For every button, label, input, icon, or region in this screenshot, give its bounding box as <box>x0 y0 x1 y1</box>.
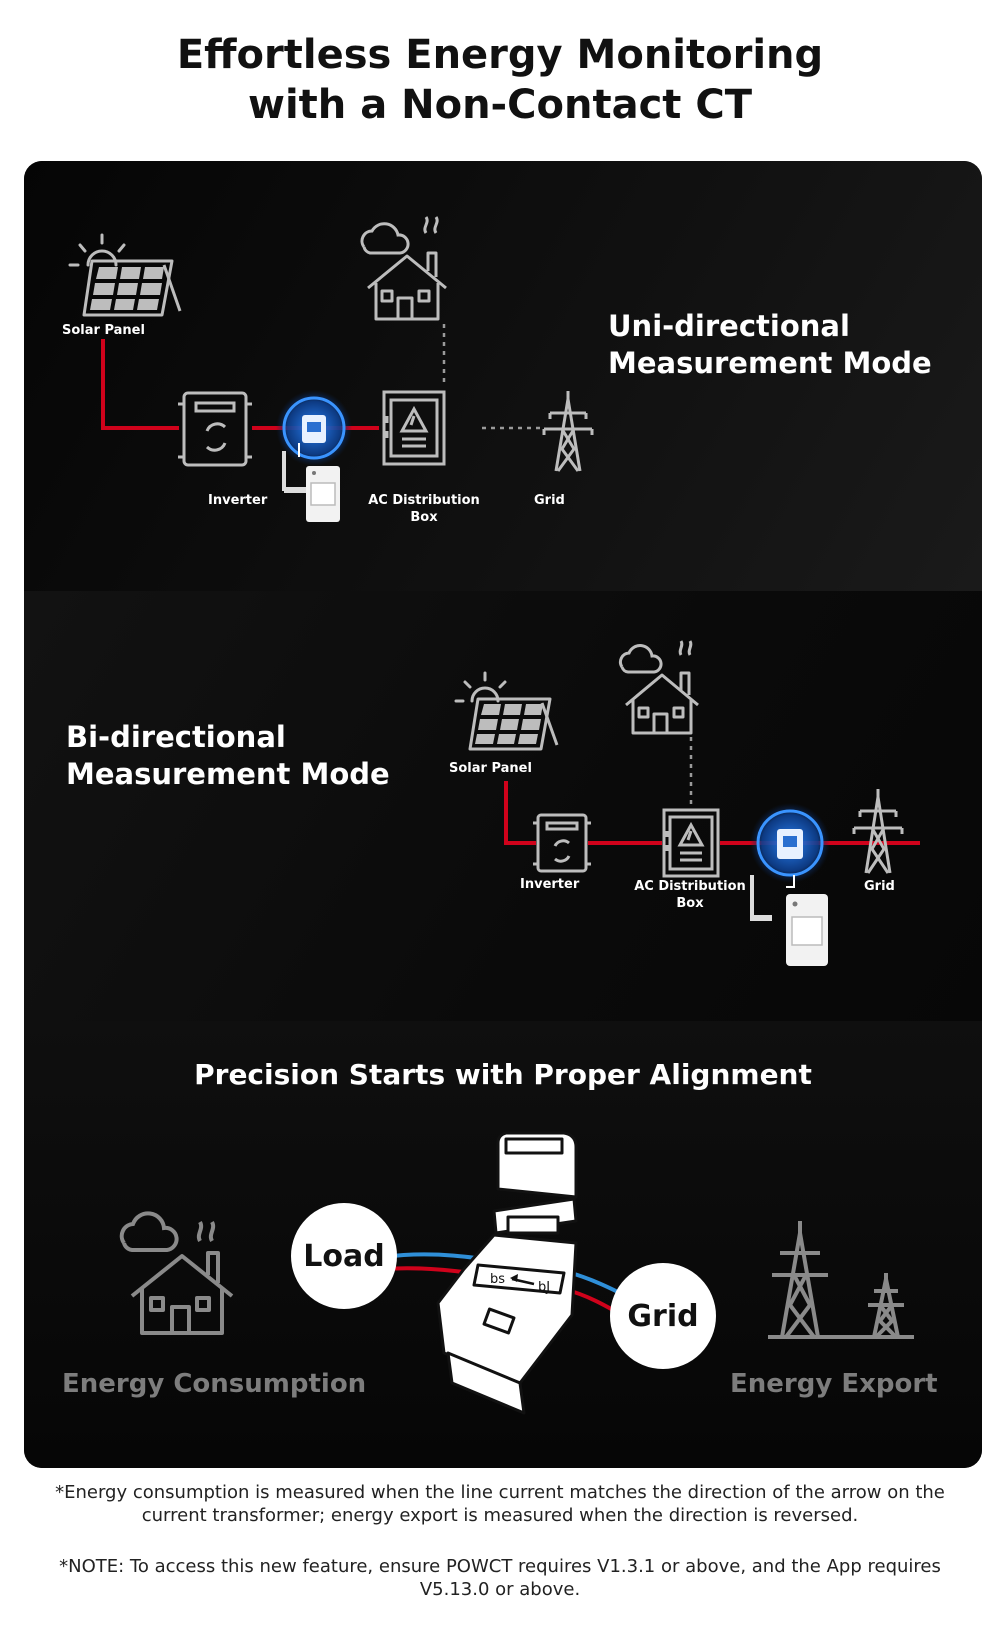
ct-clamp-icon <box>276 390 352 466</box>
bi-title-line1: Bi-directional <box>66 720 286 754</box>
solar-panel-label: Solar Panel <box>449 761 532 776</box>
footnote-version-requirement: *NOTE: To access this new feature, ensur… <box>59 1556 941 1600</box>
uni-title-line2: Measurement Mode <box>608 346 932 380</box>
page-title-line2: with a Non-Contact CT <box>248 82 752 128</box>
alignment-section: Precision Starts with Proper Alignment <box>24 1021 982 1468</box>
house-icon <box>367 251 447 321</box>
energy-export-label: Energy Export <box>730 1369 938 1399</box>
house-icon <box>625 671 699 735</box>
grid-circle: Grid <box>610 1263 716 1369</box>
inverter-icon <box>533 813 591 873</box>
cloud-icon <box>618 640 693 674</box>
solar-panel-icon <box>468 697 559 751</box>
inverter-label: Inverter <box>208 493 268 508</box>
load-circle: Load <box>291 1203 397 1309</box>
house-icon <box>130 1251 234 1335</box>
ac-box-label-line1: AC Distribution <box>368 493 480 508</box>
energy-consumption-label: Energy Consumption <box>62 1369 367 1399</box>
live-wire <box>101 339 179 430</box>
solar-panel-label: Solar Panel <box>62 323 145 338</box>
page-title-line1: Effortless Energy Monitoring <box>176 32 824 78</box>
ac-box-label-line2: Box <box>676 896 704 911</box>
dark-panel: Solar Panel Inverter AC Distribution Box… <box>24 161 982 1468</box>
ac-box-label-line1: AC Distribution <box>634 879 746 894</box>
footnote-energy-direction: *Energy consumption is measured when the… <box>55 1482 945 1526</box>
powct-device-icon <box>282 443 340 522</box>
inverter-label: Inverter <box>520 877 580 892</box>
transmission-tower-icon <box>542 391 594 472</box>
ac-distribution-box-label: AC Distribution Box <box>630 878 750 912</box>
uni-directional-title: Uni-directional Measurement Mode <box>608 308 932 382</box>
ct-clamp-device-icon: bs bJ <box>436 1131 578 1415</box>
transmission-tower-icon <box>852 789 904 874</box>
alignment-title: Precision Starts with Proper Alignment <box>194 1058 812 1091</box>
bi-directional-diagram <box>454 640 920 966</box>
svg-text:bs: bs <box>490 1272 505 1287</box>
svg-text:bJ: bJ <box>538 1280 550 1295</box>
grid-label: Grid <box>534 493 565 508</box>
transmission-tower-icon <box>768 1221 914 1339</box>
uni-directional-diagram <box>68 216 594 522</box>
sun-icon <box>454 671 507 703</box>
ac-distribution-box-label: AC Distribution Box <box>364 492 484 526</box>
grid-label: Grid <box>864 879 895 894</box>
ac-distribution-box-icon <box>382 390 446 466</box>
cloud-icon <box>360 216 439 255</box>
ac-distribution-box-icon <box>662 808 720 878</box>
live-wire <box>504 781 536 845</box>
bi-directional-section: Solar Panel Inverter AC Distribution Box… <box>24 591 982 1021</box>
ac-box-label-line2: Box <box>410 510 438 525</box>
ct-clamp-icon <box>750 803 830 883</box>
cloud-icon <box>119 1211 216 1252</box>
inverter-icon <box>178 391 252 467</box>
page-title: Effortless Energy Monitoring with a Non-… <box>0 30 1000 130</box>
alignment-diagram: bs bJ <box>119 1131 914 1415</box>
bi-title-line2: Measurement Mode <box>66 757 390 791</box>
bi-directional-title: Bi-directional Measurement Mode <box>66 719 390 793</box>
transmission-tower-icon <box>868 1273 904 1339</box>
uni-title-line1: Uni-directional <box>608 309 850 343</box>
uni-directional-section: Solar Panel Inverter AC Distribution Box… <box>24 161 982 591</box>
solar-panel-icon <box>82 259 182 317</box>
powct-device-icon <box>750 875 828 966</box>
